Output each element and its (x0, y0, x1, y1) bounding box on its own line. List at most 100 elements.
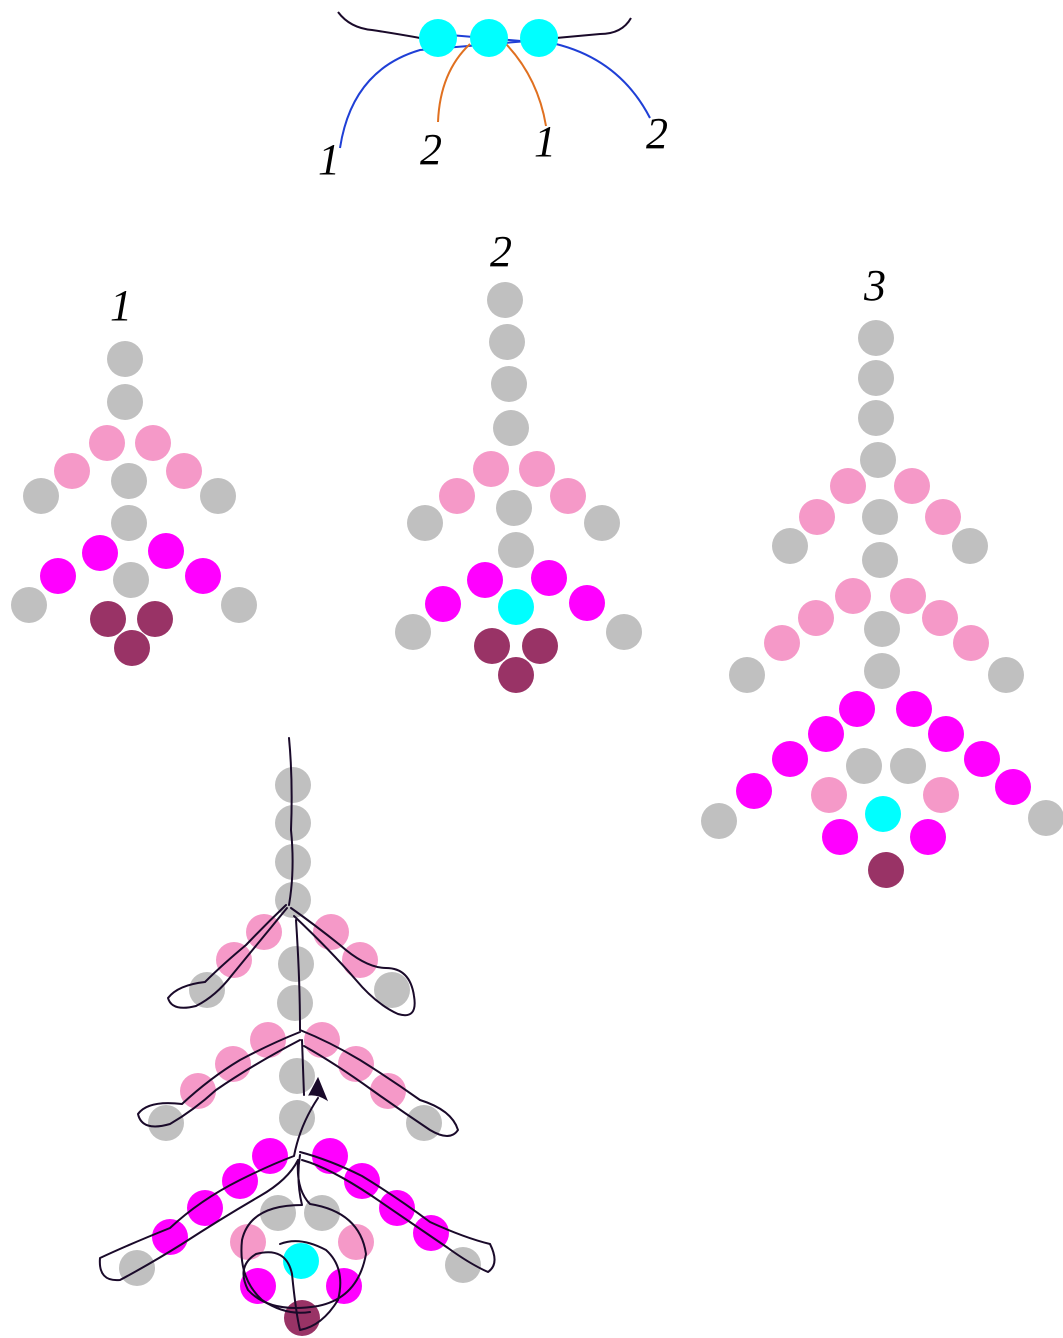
bead-gray (111, 463, 147, 499)
bead-gray (107, 384, 143, 420)
bead-cyan (865, 796, 901, 832)
bead-cyan (520, 19, 558, 57)
bead-pink (799, 499, 835, 535)
bead-pink (230, 1224, 266, 1260)
bead-gray (445, 1247, 481, 1283)
bead-gray (498, 532, 534, 568)
bead-gray (278, 946, 314, 982)
bead-gray (1028, 800, 1063, 836)
bead-plum (114, 630, 150, 666)
bead-gray (111, 505, 147, 541)
bead-pink (439, 478, 475, 514)
bead-gray (860, 442, 896, 478)
bead-magenta (40, 558, 76, 594)
bead-gray (275, 767, 311, 803)
bead-gray (107, 341, 143, 377)
bead-gray (846, 748, 882, 784)
bead-gray (772, 528, 808, 564)
thread-orange-2 (437, 43, 471, 123)
bead-gray (406, 1105, 442, 1141)
bead-pink (216, 942, 252, 978)
thread-label: 2 (646, 109, 668, 158)
bead-magenta (910, 819, 946, 855)
bead-gray (489, 324, 525, 360)
bead-gray (395, 614, 431, 650)
bead-magenta (82, 535, 118, 571)
bead-gray (491, 366, 527, 402)
bead-gray (11, 587, 47, 623)
figure-4-with-thread (98, 737, 496, 1336)
bead-gray (606, 614, 642, 650)
thread-end-right (555, 17, 632, 39)
bead-magenta (928, 716, 964, 752)
bead-plum (522, 628, 558, 664)
bead-gray (487, 282, 523, 318)
bead-gray (279, 1100, 315, 1136)
bead-gray (729, 657, 765, 693)
bead-plum (868, 852, 904, 888)
bead-gray (113, 562, 149, 598)
bead-plum (474, 628, 510, 664)
bead-pink (830, 468, 866, 504)
bead-magenta (964, 741, 1000, 777)
bead-plum (498, 657, 534, 693)
bead-gray (858, 360, 894, 396)
bead-pink (89, 425, 125, 461)
bead-magenta (148, 533, 184, 569)
bead-gray (148, 1105, 184, 1141)
bead-gray (952, 528, 988, 564)
bead-gray (862, 542, 898, 578)
bead-magenta (736, 773, 772, 809)
bead-plum (137, 601, 173, 637)
bead-pink (550, 478, 586, 514)
thread-blue-2 (437, 33, 651, 119)
bead-gray (23, 478, 59, 514)
bead-cyan (419, 19, 457, 57)
figure-label: 2 (490, 227, 512, 276)
bead-magenta (326, 1268, 362, 1304)
bead-cyan (283, 1243, 319, 1279)
bead-pink (925, 499, 961, 535)
bead-magenta (187, 1190, 223, 1226)
bead-magenta (379, 1190, 415, 1226)
bead-gray (862, 499, 898, 535)
bead-gray (275, 882, 311, 918)
bead-gray (119, 1250, 155, 1286)
thread-blue-1 (339, 39, 541, 149)
bead-pink (135, 425, 171, 461)
bead-magenta (896, 691, 932, 727)
bead-gray (858, 320, 894, 356)
bead-magenta (822, 819, 858, 855)
bead-pink (370, 1073, 406, 1109)
bead-magenta (467, 562, 503, 598)
bead-pink (54, 453, 90, 489)
bead-gray (890, 748, 926, 784)
bead-pink (764, 625, 800, 661)
bead-gray (279, 1058, 315, 1094)
bead-magenta (531, 560, 567, 596)
figure-3: 3 (701, 261, 1063, 888)
bead-pink (166, 453, 202, 489)
bead-gray (304, 1195, 340, 1231)
bead-magenta (839, 691, 875, 727)
bead-gray (200, 478, 236, 514)
bead-gray (858, 400, 894, 436)
bead-gray (221, 587, 257, 623)
bead-magenta (995, 769, 1031, 805)
bead-gray (493, 410, 529, 446)
bead-pink (250, 1022, 286, 1058)
bead-magenta (240, 1268, 276, 1304)
bead-pink (313, 914, 349, 950)
figure-label: 3 (863, 261, 886, 310)
bead-pink (922, 600, 958, 636)
bead-gray (864, 611, 900, 647)
thread-label: 1 (318, 135, 340, 184)
bead-magenta (569, 585, 605, 621)
bead-cyan (498, 589, 534, 625)
thread-arrow-head (308, 1076, 329, 1102)
thread-orange-1 (505, 43, 547, 127)
bead-gray (988, 657, 1024, 693)
bead-gray (584, 505, 620, 541)
bead-magenta (152, 1219, 188, 1255)
bead-pink (953, 625, 989, 661)
